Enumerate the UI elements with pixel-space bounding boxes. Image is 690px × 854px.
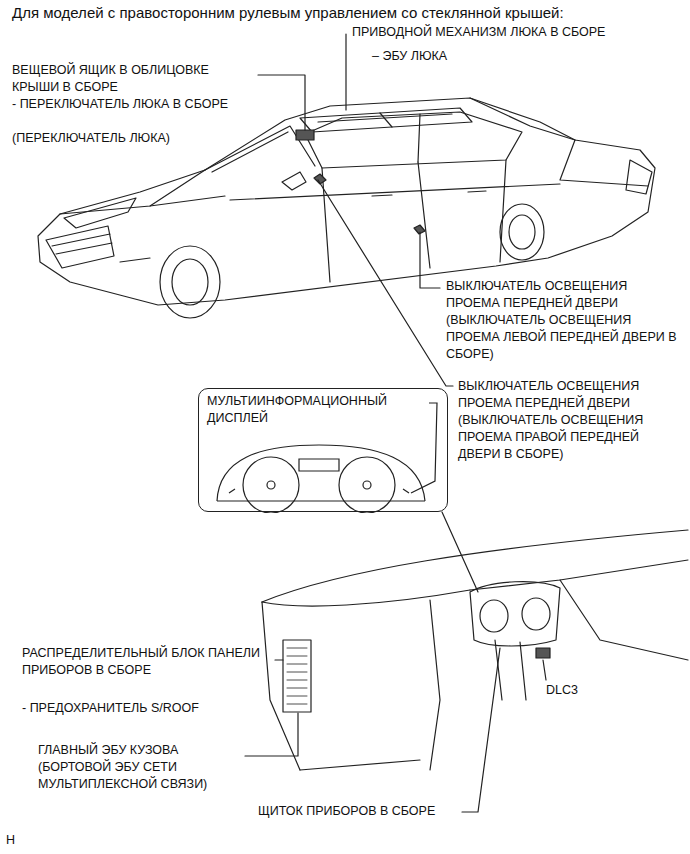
inset-label: МУЛЬТИИНФОРМАЦИОННЫЙ ДИСПЛЕЙ bbox=[207, 393, 423, 427]
inset-frame: МУЛЬТИИНФОРМАЦИОННЫЙ ДИСПЛЕЙ bbox=[198, 388, 448, 512]
part-label: – ЭБУ ЛЮКА bbox=[372, 48, 572, 65]
part-label: - ПРЕДОХРАНИТЕЛЬ S/ROOF bbox=[22, 700, 282, 717]
part-label: ВЫКЛЮЧАТЕЛЬ ОСВЕЩЕНИЯ ПРОЕМА ПЕРЕДНЕЙ ДВ… bbox=[458, 378, 684, 463]
diagram-title: Для моделей с правосторонним рулевым упр… bbox=[12, 4, 682, 22]
part-label: - ПЕРЕКЛЮЧАТЕЛЬ ЛЮКА В СБОРЕ bbox=[12, 96, 312, 113]
part-label: DLC3 bbox=[546, 682, 606, 699]
part-label: (ПЕРЕКЛЮЧАТЕЛЬ ЛЮКА) bbox=[12, 130, 272, 147]
part-label: ЩИТОК ПРИБОРОВ В СБОРЕ bbox=[258, 803, 458, 820]
part-label: ГЛАВНЫЙ ЭБУ КУЗОВА (БОРТОВОЙ ЭБУ СЕТИ МУ… bbox=[38, 742, 243, 793]
part-label: РАСПРЕДЕЛИТЕЛЬНЫЙ БЛОК ПАНЕЛИ ПРИБОРОВ В… bbox=[22, 645, 272, 679]
part-label: ВЕЩЕВОЙ ЯЩИК В ОБЛИЦОВКЕ КРЫШИ В СБОРЕ bbox=[12, 62, 252, 96]
figure-code: H bbox=[6, 832, 36, 849]
part-label: ПРИВОДНОЙ МЕХАНИЗМ ЛЮКА В СБОРЕ bbox=[352, 24, 682, 41]
part-label: ВЫКЛЮЧАТЕЛЬ ОСВЕЩЕНИЯ ПРОЕМА ПЕРЕДНЕЙ ДВ… bbox=[446, 278, 682, 363]
